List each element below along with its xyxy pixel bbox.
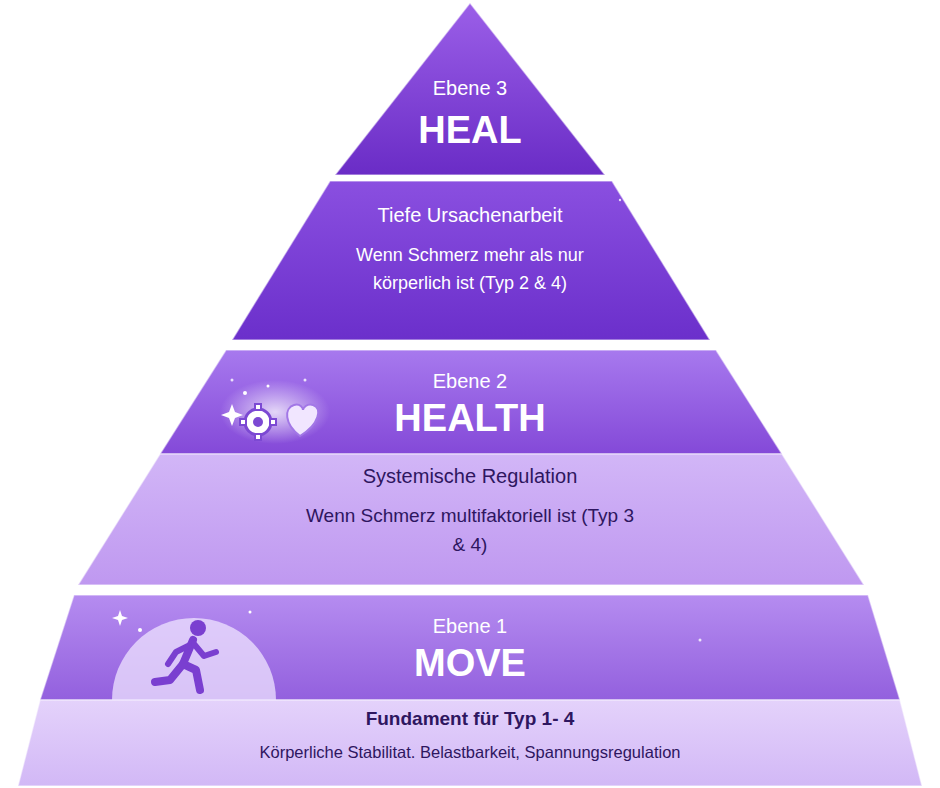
level-header-band bbox=[335, 3, 605, 175]
level-body-band bbox=[232, 181, 710, 340]
level-number: Ebene 1 bbox=[370, 613, 570, 639]
runner-icon bbox=[112, 610, 276, 700]
pyramid-level: Ebene 3 HEAL Tiefe UrsachenarbeitWenn Schm… bbox=[232, 3, 710, 341]
sparkles bbox=[231, 199, 702, 642]
level-description: Körperliche Stabilitat. Belastbarkeit, S… bbox=[120, 742, 820, 763]
level-header-band bbox=[40, 595, 900, 700]
level-description: Wenn Schmerz multifaktoriell ist (Typ 3 … bbox=[300, 501, 640, 560]
level-subtitle: Systemische Regulation bbox=[300, 463, 640, 489]
pyramid-level: Ebene 1MOVE Fundament für Typ 1- 4 Körperl… bbox=[18, 595, 922, 786]
level-number: Ebene 2 bbox=[370, 368, 570, 394]
level-body-band bbox=[18, 700, 922, 786]
gear-heart-icon bbox=[220, 380, 330, 444]
level-header-band bbox=[160, 350, 782, 454]
pyramid-level: Ebene 2HEALTH Systemische RegulationWenn … bbox=[78, 350, 864, 586]
level-number: Ebene 3 bbox=[370, 75, 570, 101]
level-body-band bbox=[78, 454, 864, 585]
level-description: Wenn Schmerz mehr als nur körperlich ist… bbox=[320, 242, 620, 298]
level-title: HEALTH bbox=[340, 394, 600, 443]
level-title: MOVE bbox=[360, 639, 580, 688]
level-subtitle: Tiefe Ursachenarbeit bbox=[320, 202, 620, 228]
level-subtitle: Fundament für Typ 1- 4 bbox=[270, 707, 670, 732]
level-title: HEAL bbox=[360, 106, 580, 155]
